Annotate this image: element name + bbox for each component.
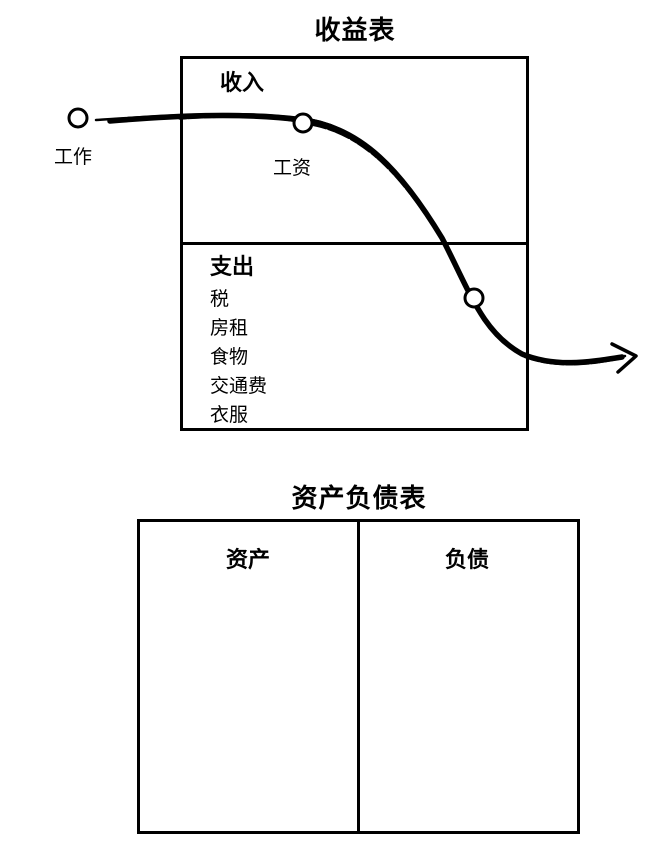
balance-sheet-box: 资产 负债: [137, 519, 580, 834]
income-section-label: 收入: [220, 71, 265, 96]
balance-sheet-title: 资产负债表: [291, 484, 427, 514]
expense-item-clothing: 衣服: [210, 404, 249, 426]
income-statement-box: 收入 支出 税 房租 食物 交通费 衣服: [180, 56, 529, 431]
expense-item-transport: 交通费: [210, 375, 268, 397]
assets-column-label: 资产: [225, 548, 270, 573]
income-statement-title: 收益表: [314, 16, 396, 46]
expense-item-rent: 房租: [210, 317, 249, 339]
assets-liabilities-divider: [357, 522, 360, 831]
work-node: [67, 107, 89, 129]
income-expense-divider: [183, 242, 526, 245]
expense-item-tax: 税: [210, 288, 230, 310]
work-label: 工作: [54, 146, 93, 168]
salary-label: 工资: [273, 157, 312, 179]
expense-item-food: 食物: [210, 346, 249, 368]
expense-list: 税 房租 食物 交通费 衣服: [210, 285, 267, 430]
liabilities-column-label: 负债: [444, 548, 489, 573]
arrow-head-icon: [610, 342, 638, 374]
expense-section-label: 支出: [210, 255, 255, 280]
